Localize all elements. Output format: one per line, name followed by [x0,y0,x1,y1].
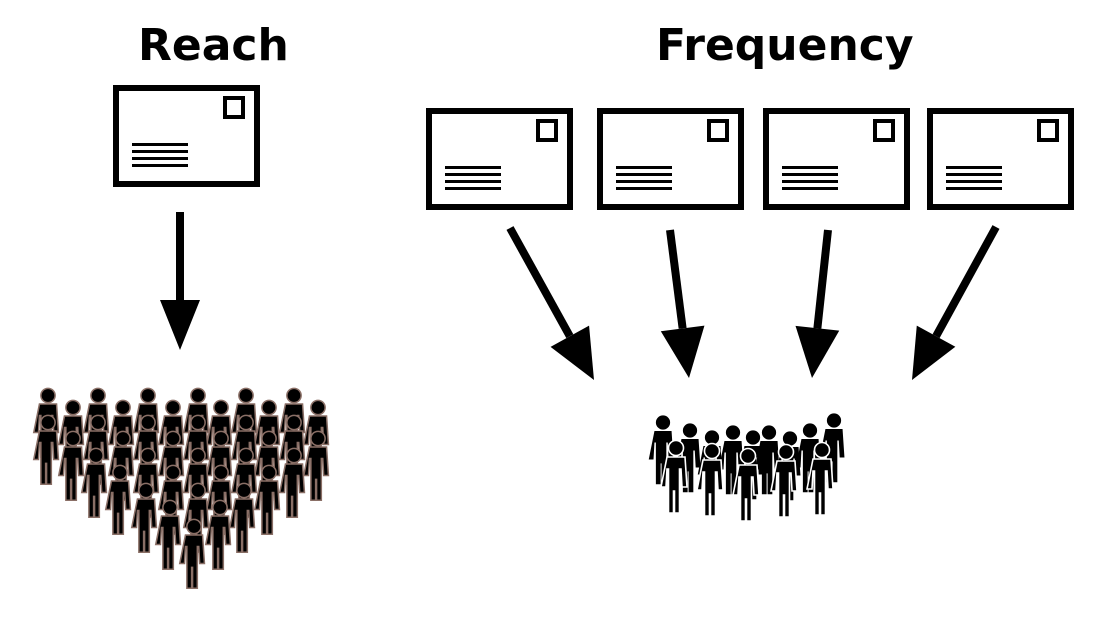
frequency-crowd [648,413,845,522]
person-icon [732,447,760,522]
frequency-envelope-1 [429,111,570,207]
reach-title: Reach [138,20,289,71]
reach-crowd [32,387,330,590]
person-icon [178,518,206,590]
person-icon [696,442,724,517]
frequency-arrow-2 [660,229,705,378]
reach-arrow [160,212,200,350]
frequency-arrows [506,225,1000,380]
person-icon [154,499,182,571]
person-icon [130,482,158,554]
frequency-envelope-3 [766,111,907,207]
frequency-arrow-1 [506,226,594,380]
frequency-title: Frequency [656,20,914,71]
frequency-arrow-4 [912,225,1000,380]
person-icon [228,482,256,554]
frequency-arrow-3 [795,229,840,378]
frequency-envelope-2 [600,111,741,207]
reach-envelope [116,88,257,184]
person-icon [204,499,232,571]
frequency-envelope-4 [930,111,1071,207]
